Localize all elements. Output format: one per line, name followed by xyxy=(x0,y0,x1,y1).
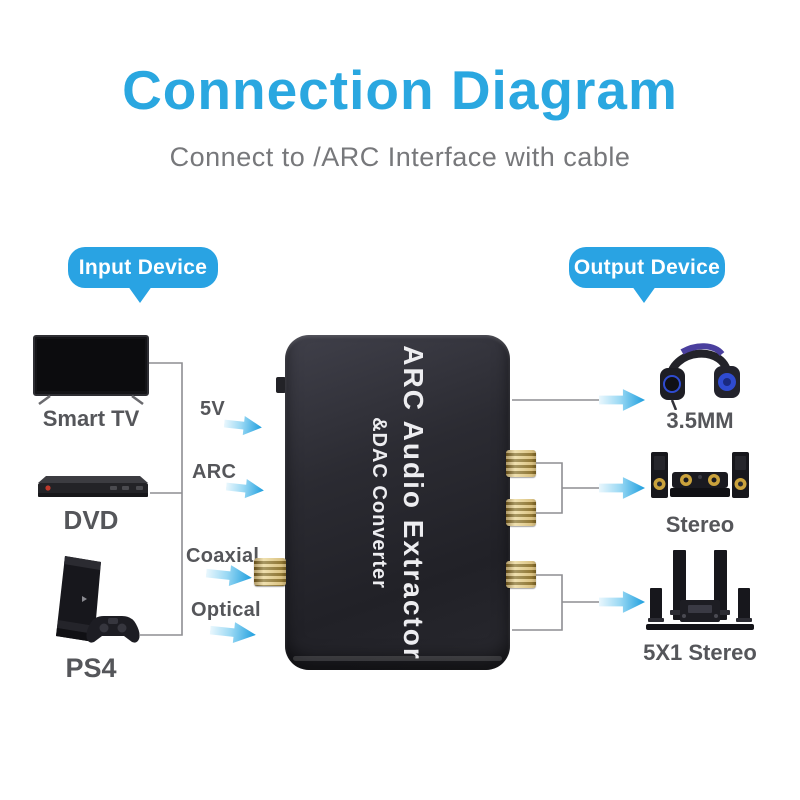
output-device-bubble: Output Device xyxy=(569,247,725,303)
port-label-5v: 5V xyxy=(200,398,226,420)
port-label-arc: ARC xyxy=(192,461,237,483)
output-device-label-stereo: Stereo xyxy=(665,512,735,537)
smart-tv-icon xyxy=(30,334,152,411)
arc-audio-extractor-device: ARC Audio Extractor &DAC Converter xyxy=(285,335,510,670)
device-bevel xyxy=(293,656,502,661)
bubble-tail xyxy=(632,287,656,303)
output-device-label-5x1-stereo: 5X1 Stereo xyxy=(643,640,757,665)
input-device-bubble-label: Input Device xyxy=(78,255,208,279)
home-theater-icon xyxy=(642,548,758,643)
port-label-optical: Optical xyxy=(191,599,261,621)
input-device-bubble: Input Device xyxy=(68,247,218,303)
ps4-console-icon xyxy=(38,550,148,660)
coaxial-connector xyxy=(254,558,286,586)
device-name: ARC Audio Extractor &DAC Converter xyxy=(367,338,429,668)
arrow-to-5x1-icon xyxy=(599,591,645,613)
dvd-player-icon xyxy=(34,472,152,509)
device-name-line2: &DAC Converter xyxy=(367,416,390,589)
port-label-coaxial: Coaxial xyxy=(186,545,260,567)
rca-connector-1 xyxy=(506,450,536,477)
arrow-optical-icon xyxy=(209,618,257,648)
page-title: Connection Diagram xyxy=(122,59,678,121)
power-port xyxy=(276,377,286,393)
stereo-speakers-icon xyxy=(645,450,755,513)
output-device-bubble-label: Output Device xyxy=(573,255,721,279)
input-device-label-dvd: DVD xyxy=(63,505,119,535)
input-device-label-ps4: PS4 xyxy=(65,653,117,683)
arrow-to-stereo-icon xyxy=(599,477,645,499)
output-device-label-35mm: 3.5MM xyxy=(666,408,734,433)
device-name-line1: ARC Audio Extractor xyxy=(397,344,429,661)
bubble-tail xyxy=(128,287,152,303)
input-device-label-smart-tv: Smart TV xyxy=(42,406,140,431)
page-subtitle: Connect to /ARC Interface with cable xyxy=(169,142,631,172)
rca-connector-3 xyxy=(506,561,536,588)
headphones-icon xyxy=(652,330,748,415)
rca-connector-2 xyxy=(506,499,536,526)
arrow-5v-icon xyxy=(223,412,263,439)
